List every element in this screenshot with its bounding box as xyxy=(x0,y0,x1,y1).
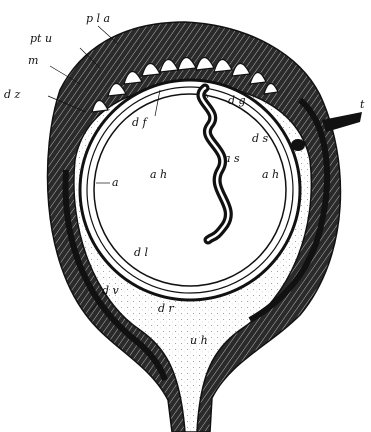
label-dz: d z xyxy=(4,88,21,101)
label-m: m xyxy=(28,54,38,67)
label-dr: d r xyxy=(158,302,175,315)
label-df: d f xyxy=(132,116,149,129)
label-a: a xyxy=(112,176,119,189)
label-ah-right: a h xyxy=(262,168,279,181)
label-uh: u h xyxy=(190,334,208,347)
label-dg: d g xyxy=(228,94,246,107)
label-ptu: pt u xyxy=(30,32,52,45)
label-dl: d l xyxy=(134,246,149,259)
label-dv: d v xyxy=(102,284,120,297)
label-as: a s xyxy=(224,152,240,165)
label-t: t xyxy=(360,98,365,111)
label-pla: p l a xyxy=(86,12,110,25)
amnion-inner xyxy=(94,94,286,286)
label-ah-left: a h xyxy=(150,168,167,181)
yolk-sac xyxy=(291,139,305,151)
label-ds: d s xyxy=(252,132,269,145)
